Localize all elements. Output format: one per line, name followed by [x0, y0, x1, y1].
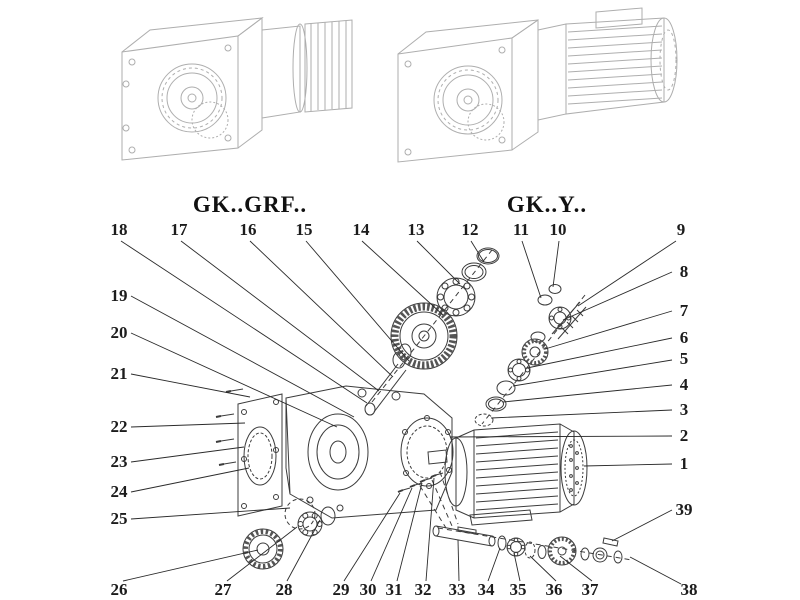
callout-26: 26 [111, 580, 128, 599]
callout-19: 19 [111, 286, 128, 305]
output-shaft-group [432, 525, 623, 566]
input-pinion-group [530, 284, 587, 343]
callout-6: 6 [680, 328, 689, 347]
callout-31: 31 [386, 580, 403, 599]
callout-30: 30 [360, 580, 377, 599]
electric-motor [427, 423, 588, 526]
callout-24: 24 [111, 482, 129, 501]
callout-33: 33 [449, 580, 466, 599]
callout-36: 36 [546, 580, 563, 599]
cover-screws [397, 472, 444, 493]
bevel-gear-group [474, 338, 549, 427]
callout-1: 1 [680, 454, 689, 473]
callout-17: 17 [171, 220, 189, 239]
callout-28: 28 [276, 580, 293, 599]
callout-13: 13 [408, 220, 425, 239]
callout-22: 22 [111, 417, 128, 436]
callout-29: 29 [333, 580, 350, 599]
callout-39: 39 [676, 500, 693, 519]
callout-38: 38 [681, 580, 698, 599]
leader-lines [120, 240, 682, 585]
callout-9: 9 [677, 220, 686, 239]
callout-14: 14 [353, 220, 371, 239]
callout-4: 4 [680, 375, 689, 394]
callout-7: 7 [680, 301, 689, 320]
callout-27: 27 [215, 580, 233, 599]
gearbox-grf-drawing [121, 17, 353, 161]
callout-8: 8 [680, 262, 689, 281]
callout-35: 35 [510, 580, 527, 599]
flange-plate [237, 393, 283, 517]
gear-housing [285, 385, 454, 519]
callout-12: 12 [462, 220, 479, 239]
callout-21: 21 [111, 364, 128, 383]
output-gear-group [242, 498, 336, 570]
callout-32: 32 [415, 580, 432, 599]
callout-34: 34 [478, 580, 496, 599]
callout-3: 3 [680, 400, 689, 419]
callout-10: 10 [550, 220, 567, 239]
callout-11: 11 [513, 220, 529, 239]
flange-screws [215, 388, 244, 466]
callout-23: 23 [111, 452, 128, 471]
gearbox-y-drawing [397, 7, 678, 163]
callout-15: 15 [296, 220, 313, 239]
variant-title-y: GK..Y.. [507, 192, 587, 217]
variant-title-grf: GK..GRF.. [193, 192, 307, 217]
callout-25: 25 [111, 509, 128, 528]
callout-5: 5 [680, 349, 689, 368]
callout-18: 18 [111, 220, 128, 239]
callout-37: 37 [582, 580, 600, 599]
callout-20: 20 [111, 323, 128, 342]
callout-2: 2 [680, 426, 689, 445]
callout-labels: 18 17 16 15 14 13 12 11 10 9 19 20 21 22… [111, 220, 698, 599]
callout-16: 16 [240, 220, 257, 239]
intermediate-shaft-group [364, 247, 500, 416]
exploded-view-drawing [120, 240, 682, 585]
